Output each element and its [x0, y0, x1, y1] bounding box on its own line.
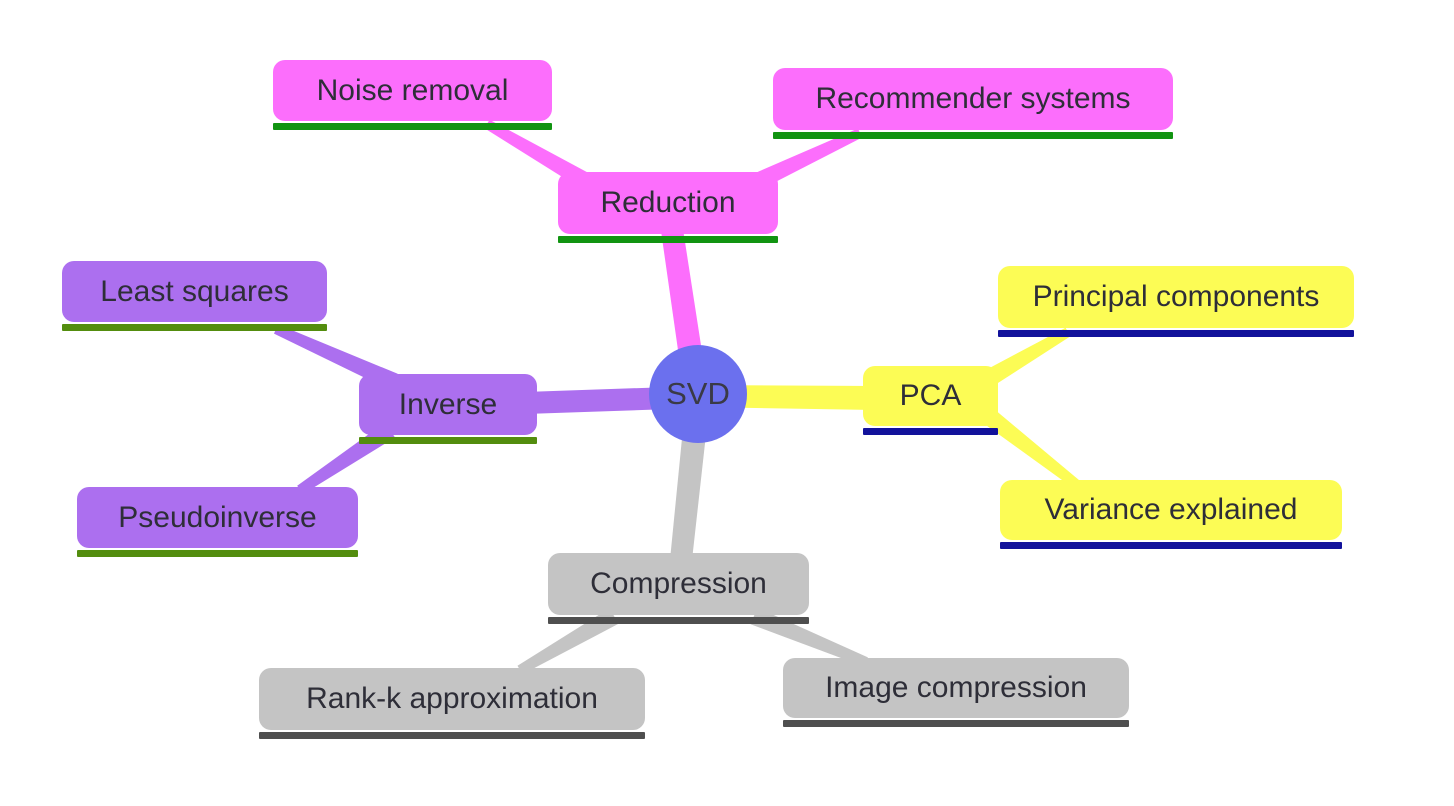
- node-underline: [77, 550, 358, 557]
- node-box: Recommender systems: [773, 68, 1173, 130]
- node-label: Rank-k approximation: [306, 682, 598, 715]
- node-box: Compression: [548, 553, 809, 615]
- node-recommender-systems[interactable]: Recommender systems: [773, 68, 1173, 139]
- node-underline: [783, 720, 1129, 727]
- node-reduction[interactable]: Reduction: [558, 172, 778, 243]
- node-underline: [773, 132, 1173, 139]
- node-box: Reduction: [558, 172, 778, 234]
- node-underline: [548, 617, 809, 624]
- node-label: Pseudoinverse: [118, 500, 317, 534]
- node-label: Compression: [590, 567, 767, 600]
- node-image-compression[interactable]: Image compression: [783, 658, 1129, 727]
- node-svd[interactable]: SVD: [649, 345, 747, 443]
- node-box: Variance explained: [1000, 480, 1342, 540]
- node-label: Variance explained: [1044, 493, 1298, 526]
- node-rank-k-approximation[interactable]: Rank-k approximation: [259, 668, 645, 739]
- node-box: Noise removal: [273, 60, 552, 121]
- node-label: Recommender systems: [815, 82, 1131, 115]
- node-label: SVD: [666, 376, 730, 411]
- node-box: Image compression: [783, 658, 1129, 718]
- node-noise-removal[interactable]: Noise removal: [273, 60, 552, 130]
- node-underline: [863, 428, 998, 435]
- node-label: Reduction: [600, 186, 736, 219]
- node-label: Principal components: [1032, 280, 1320, 313]
- node-box: Rank-k approximation: [259, 668, 645, 730]
- node-box: Least squares: [62, 261, 327, 322]
- node-pseudoinverse[interactable]: Pseudoinverse: [77, 487, 358, 557]
- node-underline: [998, 330, 1354, 337]
- node-box: Principal components: [998, 266, 1354, 328]
- node-pca[interactable]: PCA: [863, 366, 998, 435]
- node-box: Inverse: [359, 374, 537, 435]
- node-box: Pseudoinverse: [77, 487, 358, 548]
- node-compression[interactable]: Compression: [548, 553, 809, 624]
- node-underline: [1000, 542, 1342, 549]
- node-underline: [359, 437, 537, 444]
- node-label: Noise removal: [316, 73, 509, 107]
- node-label: Image compression: [825, 671, 1087, 704]
- node-underline: [62, 324, 327, 331]
- node-variance-explained[interactable]: Variance explained: [1000, 480, 1342, 549]
- node-underline: [558, 236, 778, 243]
- node-label: Least squares: [100, 274, 289, 308]
- node-label: PCA: [899, 379, 962, 412]
- node-box: PCA: [863, 366, 998, 426]
- node-inverse[interactable]: Inverse: [359, 374, 537, 444]
- node-label: Inverse: [398, 387, 498, 421]
- node-underline: [259, 732, 645, 739]
- node-underline: [273, 123, 552, 130]
- node-least-squares[interactable]: Least squares: [62, 261, 327, 331]
- node-principal-components[interactable]: Principal components: [998, 266, 1354, 337]
